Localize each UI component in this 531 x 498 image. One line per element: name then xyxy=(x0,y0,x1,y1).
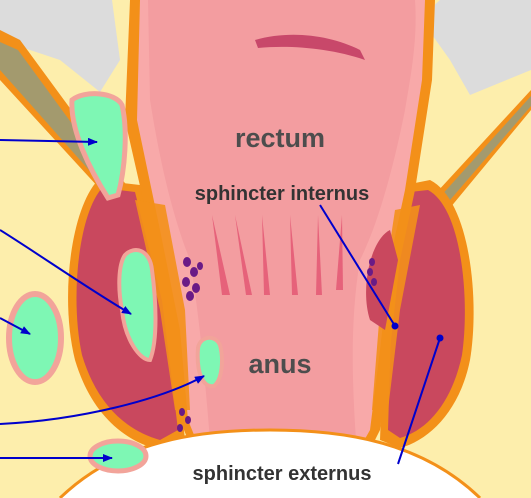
perineal-skin xyxy=(60,430,480,498)
internal-sphincter-right xyxy=(372,205,420,410)
rectal-fold xyxy=(255,34,365,60)
rectum-label: rectum xyxy=(235,123,325,153)
sphincter-externus-label: sphincter externus xyxy=(193,463,372,485)
rectal-lumen xyxy=(148,0,416,440)
intersphincteric-abscess xyxy=(117,248,158,363)
anus-label: anus xyxy=(248,349,311,379)
submucosal-abscess xyxy=(195,335,224,389)
dot-sphincter-internus xyxy=(391,322,399,330)
pelvic-cavity-right xyxy=(420,0,531,95)
pelvic-cavity-left xyxy=(0,0,120,92)
internal-sphincter-left xyxy=(135,200,190,410)
pointer-sphincter-internus xyxy=(319,204,396,327)
arrow-intersphincteric xyxy=(0,229,132,315)
dot-sphincter-externus xyxy=(436,334,444,342)
levator-ani-right xyxy=(430,96,531,214)
arrow-ischiorectal xyxy=(0,317,31,335)
arrow-supralevator xyxy=(0,137,98,146)
pointer-sphincter-externus xyxy=(397,337,441,465)
abscesses xyxy=(6,91,224,474)
pointer-arrows xyxy=(0,137,441,465)
supralevator-abscess xyxy=(69,91,128,201)
intersphincteric-muscle-right xyxy=(366,230,398,330)
ischiorectal-abscess xyxy=(6,291,64,385)
anal-columns xyxy=(212,215,343,295)
sphincter-internus-label: sphincter internus xyxy=(195,183,369,205)
perianal-abscess xyxy=(87,438,149,474)
anal-glands xyxy=(177,257,377,432)
arrow-submucosal xyxy=(0,375,205,425)
